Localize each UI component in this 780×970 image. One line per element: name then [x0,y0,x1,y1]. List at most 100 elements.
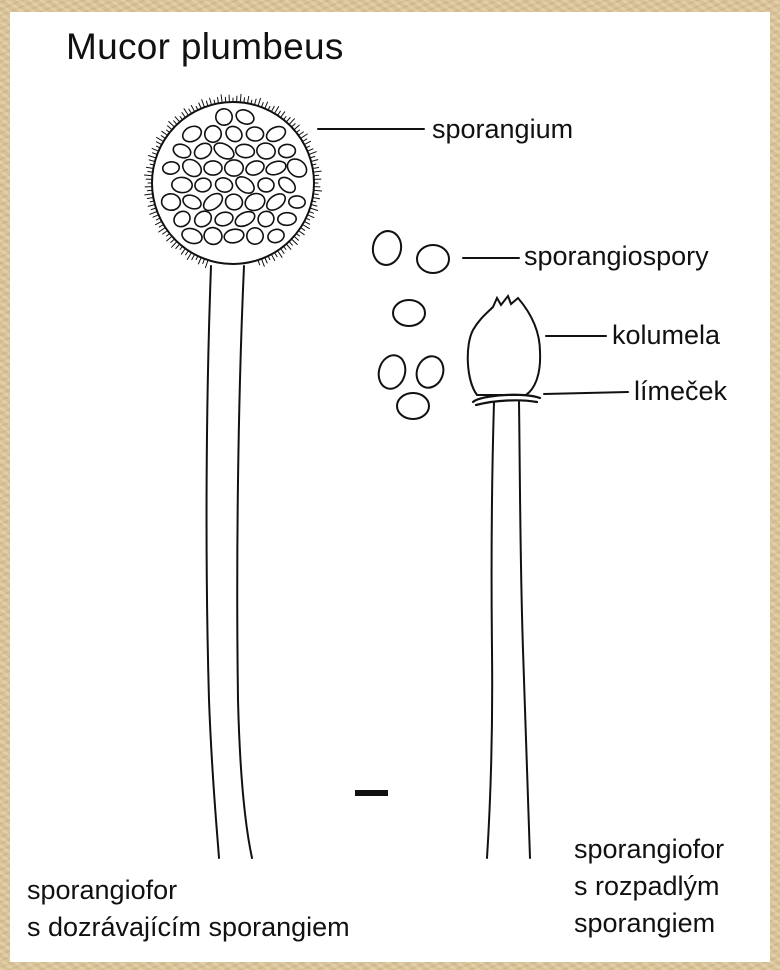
sporangium-bristle [286,118,290,123]
left-sporangiophore-stalk-right-edge [237,266,252,858]
sporangium-bristle [289,242,292,246]
sporangium-bristle [296,130,299,133]
columella [468,296,540,395]
spore-cell [223,228,245,245]
sporangium-bristle [301,228,305,231]
sporangium-bristle [148,205,155,207]
sporangium-bristle [162,131,168,135]
sporangium-bristle [148,156,156,159]
sporangium-bristle [309,152,317,155]
spore-cell [192,208,215,230]
spore-cell [276,174,298,195]
sporangium-bristle [150,212,158,215]
sporangium-bristle [286,244,291,249]
label-kolumela: kolumela [612,319,720,351]
sporangium-bristle [191,106,194,112]
sporangium-bristle [284,246,287,249]
sporangium-bristle [275,107,279,114]
spore-cell [278,212,297,225]
sporangium-bristle [278,111,281,115]
spore-cell [255,208,277,229]
spore-cell [171,177,192,194]
spore-cell [264,159,287,177]
sporangium-bristle [248,96,249,103]
spore-cell [161,193,182,212]
sporangium-bristle [202,100,205,108]
spore-cell [288,195,305,208]
sporangium-bristle [159,228,166,232]
sporangium-bristle [156,142,161,145]
sporangium-bristle [271,254,274,260]
spore-cell [213,210,234,228]
sporangium-bristle [294,125,299,130]
sporangium [144,94,321,267]
sporangium-bristle [311,160,318,162]
sporangium-bristle [281,112,285,118]
sporangium-bristle [301,134,308,138]
spore-cell [192,140,215,162]
sporangium-bristle [265,258,267,264]
label-sporangiospory: sporangiospory [524,240,709,272]
spore-cell [181,193,203,212]
spore-cell [171,208,193,230]
spore-cell [264,191,288,214]
sporangium-bristle [210,98,212,105]
caption-right: sporangiofor s rozpadlým sporangiem [574,831,724,942]
spore-cell [224,192,245,212]
sporangium-bristle [167,236,172,241]
spore-cell [246,126,264,141]
spore-cell [244,225,267,248]
sporangium-bristle [311,205,317,207]
spore-cell [180,123,204,144]
sporangium-bristle [303,225,310,229]
sporangium-bristle [299,132,304,136]
sporangium-bristle [275,253,278,257]
sporangium-bristle [304,141,310,144]
spore-cell [266,227,285,244]
sporangium-bristle [171,239,175,242]
sporangium-bristle [187,253,191,260]
loose-spores [370,229,449,419]
spore-cell [234,107,256,127]
sporangium-bristle [292,124,296,127]
spore-cell [235,143,255,159]
spore-cell [180,226,204,246]
diagram-title: Mucor plumbeus [66,26,344,68]
spore-cell [179,156,204,180]
caption-left: sporangiofor s dozrávajícím sporangiem [27,872,350,946]
sporangium-bristle [294,236,299,240]
sporangium-bristle [163,231,168,235]
spore-cell [171,142,192,161]
sporangium-bristle [168,126,173,130]
sporangium-bristle [296,234,299,237]
sporangium-bristle [221,95,222,103]
sporangium-bristle [159,225,163,228]
sporangium-bristle [174,121,177,125]
label-limecek: límeček [634,375,727,407]
sporangium-bristle [176,244,180,249]
sporangium-bristle [147,198,153,199]
sporangium-bristle [284,117,287,120]
sporangium-bristle [265,102,268,108]
sporangium-bristle [182,113,186,118]
sporangium-bristle [199,103,201,109]
sporangium-bristle [186,251,189,255]
sporangium-bristle [161,136,165,139]
sporangium-bristle [180,246,183,249]
spore-cell [255,141,276,160]
sporangium-bristle [175,117,180,122]
sporangium-bristle [314,190,322,191]
sporangium-bristle [189,109,192,113]
spore-cell [215,108,233,126]
sporangium-bristle [308,215,314,218]
spore-cell [278,144,296,158]
spore-cell [224,159,244,176]
sporangium-bristle [149,160,155,162]
sporangium-bristle [289,119,295,125]
collarette [473,395,540,405]
sporangium-bristle [172,242,178,248]
spore-cell [243,191,268,214]
right-sporangiophore-stalk [487,402,494,858]
sporangium-bristle [157,137,164,141]
